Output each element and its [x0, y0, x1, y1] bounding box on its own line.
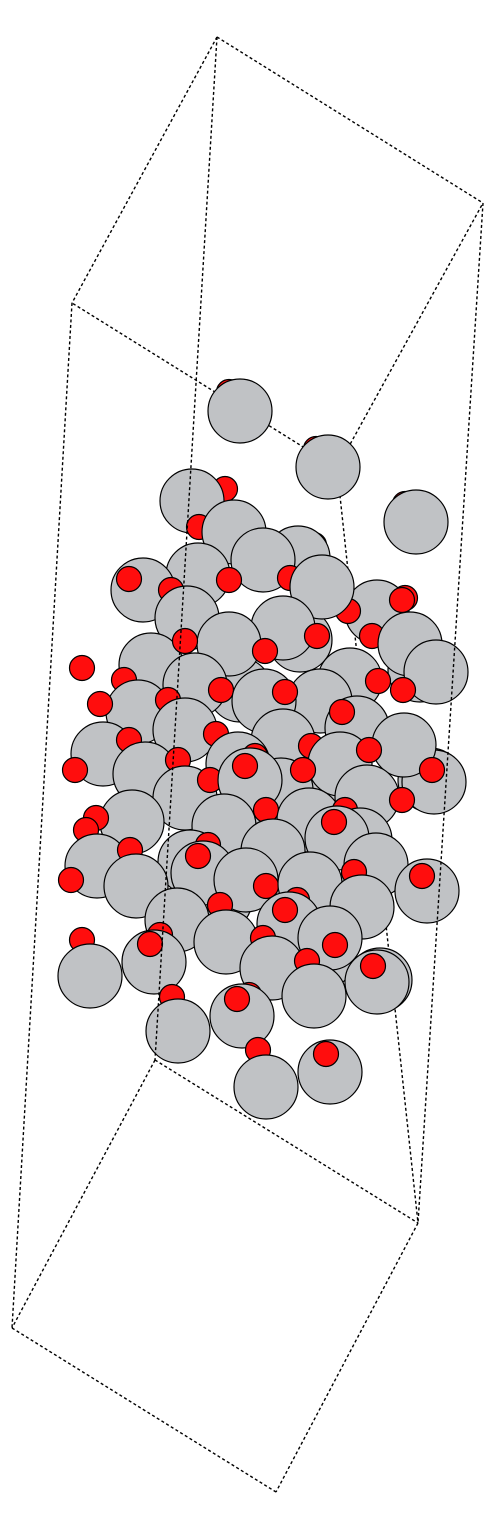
large-atom-17: [207, 378, 273, 444]
small-atom-29: [215, 566, 243, 594]
small-atom-63: [328, 698, 356, 726]
small-atom-136: [223, 985, 251, 1013]
small-atom-71: [418, 756, 446, 784]
small-atom-130: [359, 952, 387, 980]
small-atom-44: [251, 637, 279, 665]
small-atom-59: [86, 690, 114, 718]
cell-edge-DC: [71, 302, 338, 469]
small-atom-123: [321, 931, 349, 959]
small-atom-79: [289, 756, 317, 784]
small-atom-75: [355, 736, 383, 764]
small-atom-108: [408, 862, 436, 890]
cell-edge-BF: [417, 202, 484, 1224]
unit-cell-front-edges: [11, 36, 484, 1493]
small-atom-98: [320, 808, 348, 836]
small-atom-41: [303, 622, 331, 650]
cell-edge-CG: [11, 302, 73, 1329]
small-atom-67: [61, 756, 89, 784]
small-atom-81: [388, 786, 416, 814]
large-atom-18: [295, 434, 361, 500]
cell-edge-DB: [336, 202, 484, 469]
large-atom-134: [145, 998, 211, 1064]
cell-edge-AB: [216, 36, 484, 204]
cell-edge-GH: [11, 1327, 277, 1493]
small-atom-126: [136, 930, 164, 958]
large-atom-19: [383, 489, 449, 555]
small-atom-47: [171, 627, 199, 655]
small-atom-52: [389, 676, 417, 704]
cell-edge-FH: [275, 1222, 419, 1493]
large-atom-131: [281, 963, 347, 1029]
cell-edge-AE: [154, 36, 218, 1061]
cell-edge-AC: [71, 36, 218, 304]
small-atom-50: [207, 676, 235, 704]
cell-edge-EG: [11, 1059, 156, 1329]
small-atom-85: [231, 752, 259, 780]
small-atom-35: [388, 586, 416, 614]
cell-edge-EF: [154, 1059, 419, 1224]
atom-cluster: [57, 378, 469, 1120]
small-atom-95: [57, 866, 85, 894]
small-atom-33: [115, 565, 143, 593]
small-atom-54: [364, 667, 392, 695]
small-atom-139: [312, 1040, 340, 1068]
large-atom-38: [289, 554, 355, 620]
large-atom-124: [57, 943, 123, 1009]
small-atom-106: [184, 842, 212, 870]
small-atom-0: [68, 654, 96, 682]
small-atom-56: [271, 678, 299, 706]
small-atom-117: [271, 896, 299, 924]
large-atom-140: [233, 1054, 299, 1120]
